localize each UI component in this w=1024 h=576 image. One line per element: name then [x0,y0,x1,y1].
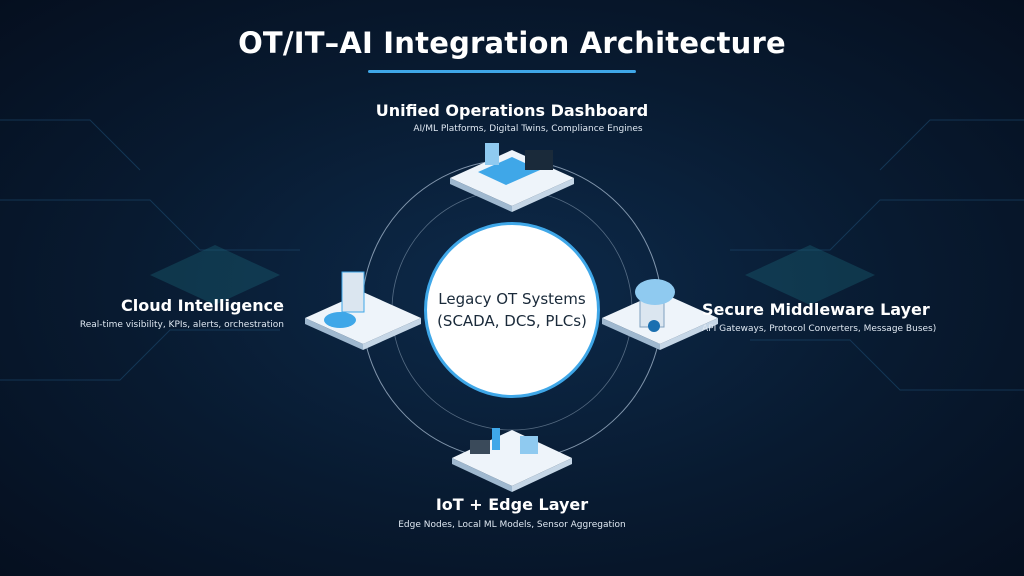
node-right-subtitle: API Gateways, Protocol Converters, Messa… [702,324,937,334]
core-legacy-ot: Legacy OT Systems (SCADA, DCS, PLCs) [424,222,600,398]
cloud-lock-icon [602,279,718,350]
node-left-title: Cloud Intelligence [121,296,284,315]
node-top-subtitle: AI/ML Platforms, Digital Twins, Complian… [413,124,643,134]
title-underline [368,70,636,73]
node-left-subtitle: Real-time visibility, KPIs, alerts, orch… [79,320,284,330]
node-right-title: Secure Middleware Layer [702,300,930,319]
page-title: OT/IT–AI Integration Architecture [238,26,786,60]
dashboard-laptop-icon [450,143,574,212]
core-line1: Legacy OT Systems [438,290,586,308]
cloud-server-icon [305,271,421,350]
node-bottom-subtitle: Edge Nodes, Local ML Models, Sensor Aggr… [398,520,626,530]
node-top-title: Unified Operations Dashboard [375,101,649,120]
factory-robot-icon [452,428,572,492]
core-line2: (SCADA, DCS, PLCs) [437,312,587,330]
node-bottom-title: IoT + Edge Layer [435,495,589,514]
